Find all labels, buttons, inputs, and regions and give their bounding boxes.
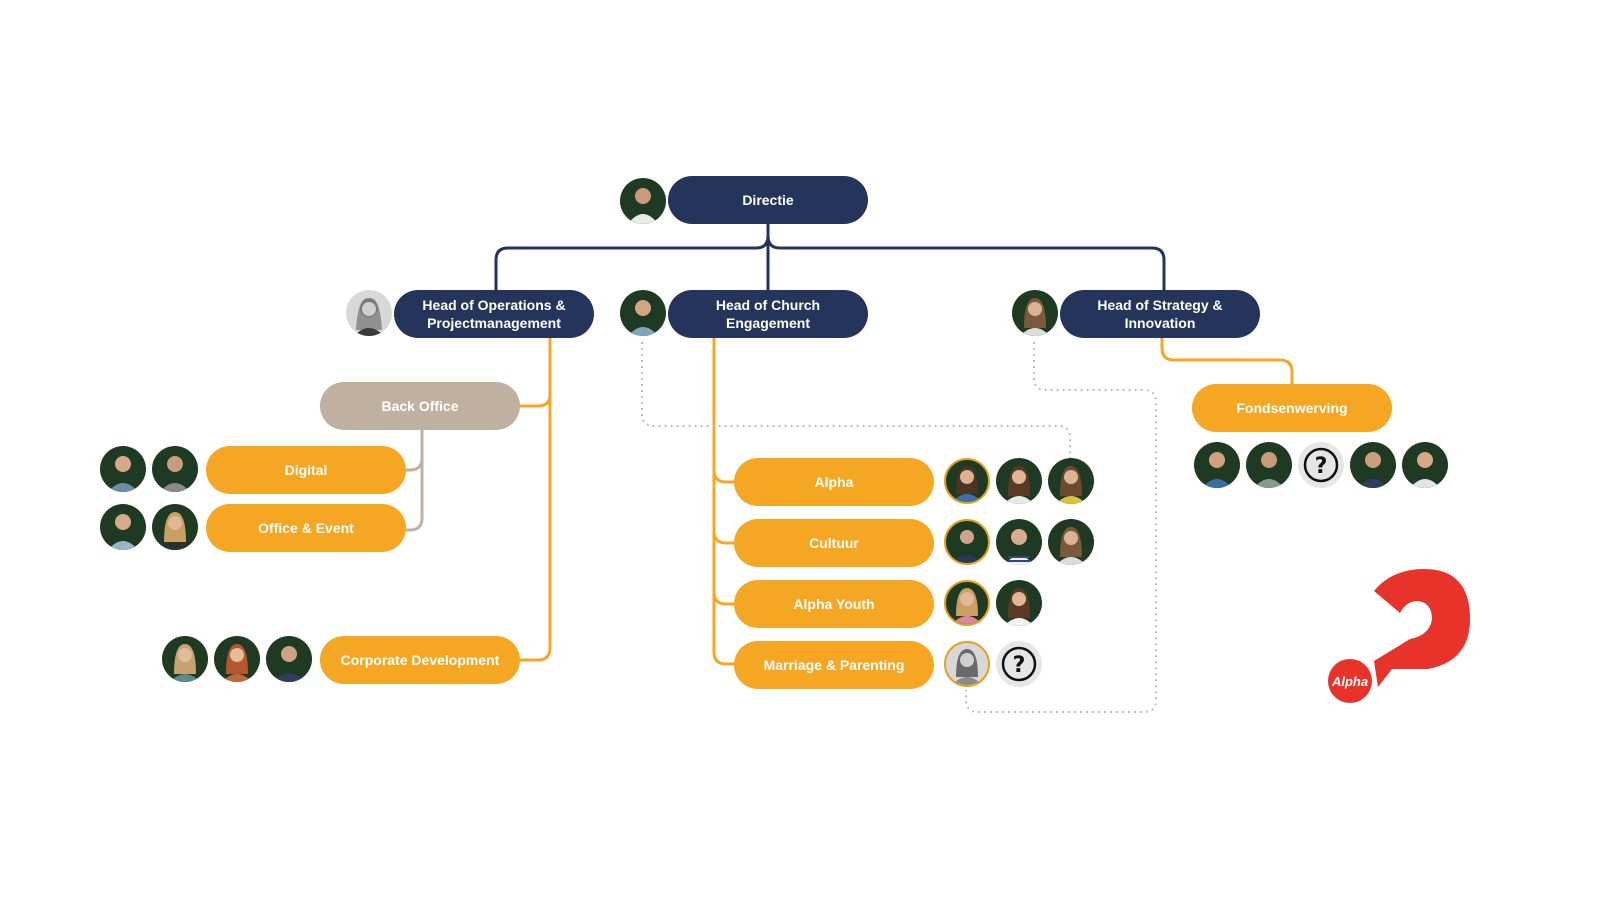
alpha-logo-text: Alpha (1331, 674, 1368, 689)
avatar-head-church (620, 290, 666, 336)
avatar-cultuur-1 (944, 519, 990, 565)
svg-text:?: ? (1315, 454, 1328, 479)
node-fondsenwerving: Fondsenwerving (1192, 384, 1392, 432)
avatar-cultuur-3 (1048, 519, 1094, 565)
connector-strategy-fondsen (1160, 338, 1294, 384)
person-photo-icon (108, 456, 138, 492)
avatar-alpha-3 (1048, 458, 1094, 504)
person-photo-icon (274, 646, 304, 682)
person-photo-icon (1410, 452, 1440, 488)
question-mark-icon: ? (1303, 447, 1339, 483)
avatar-fondsen-2 (1246, 442, 1292, 488)
avatar-fondsen-3 (1350, 442, 1396, 488)
connector-directie-operations (494, 235, 770, 290)
node-directie: Directie (668, 176, 868, 224)
connector-backoffice-spine (406, 430, 424, 532)
person-photo-icon (160, 456, 190, 492)
avatar-office-1 (100, 504, 146, 550)
alpha-logo: Alpha (1328, 569, 1470, 703)
person-photo-icon (1056, 527, 1086, 565)
person-photo-icon (222, 644, 252, 682)
connector-church-youth (712, 591, 734, 606)
svg-text:?: ? (1013, 653, 1026, 678)
avatar-fondsen-4 (1402, 442, 1448, 488)
person-photo-icon (952, 466, 982, 502)
avatar-corporate-1 (162, 636, 208, 682)
node-head-church: Head of Church Engagement (668, 290, 868, 338)
avatar-corporate-2 (214, 636, 260, 682)
connector-church-spine (712, 338, 734, 666)
avatar-youth-1 (944, 580, 990, 626)
person-photo-icon (952, 649, 982, 685)
connector-church-alpha (712, 469, 734, 484)
node-marriage-parenting: Marriage & Parenting (734, 641, 934, 689)
node-cultuur: Cultuur (734, 519, 934, 567)
node-back-office: Back Office (320, 382, 520, 430)
person-photo-icon (354, 297, 384, 336)
connector-church-cultuur (712, 530, 734, 545)
avatar-digital-1 (100, 446, 146, 492)
person-photo-icon (1202, 452, 1232, 488)
avatar-marriage-1 (944, 641, 990, 687)
person-photo-icon (952, 588, 982, 624)
person-photo-icon (628, 300, 658, 336)
node-head-operations: Head of Operations & Projectmanagement (394, 290, 594, 338)
avatar-head-strategy (1012, 290, 1058, 336)
person-photo-icon (1358, 452, 1388, 488)
avatar-directie (620, 178, 666, 224)
person-photo-icon (108, 514, 138, 550)
person-photo-icon (1056, 466, 1086, 504)
avatar-fondsen-1 (1194, 442, 1240, 488)
node-head-strategy: Head of Strategy & Innovation (1060, 290, 1260, 338)
connector-operations-corporate (520, 338, 552, 662)
person-photo-icon (1020, 298, 1050, 336)
person-photo-icon (1254, 452, 1284, 488)
person-photo-icon (1004, 588, 1034, 626)
person-photo-icon (160, 512, 190, 550)
person-photo-icon (1004, 466, 1034, 504)
person-photo-icon (628, 188, 658, 224)
connector-directie-strategy (766, 235, 1166, 290)
node-digital: Digital (206, 446, 406, 494)
connector-backoffice-digital (406, 457, 424, 472)
node-corporate-development: Corporate Development (320, 636, 520, 684)
connector-operations-backoffice (520, 394, 552, 408)
alpha-logo-question-mark (1374, 569, 1470, 687)
person-photo-icon (1004, 529, 1034, 565)
avatar-head-operations (346, 290, 392, 336)
person-photo-icon (170, 644, 200, 682)
avatar-office-2 (152, 504, 198, 550)
avatar-cultuur-2 (996, 519, 1042, 565)
alpha-logo-dot (1328, 659, 1372, 703)
avatar-digital-2 (152, 446, 198, 492)
question-mark-icon: ? (1001, 646, 1037, 682)
avatar-alpha-1 (944, 458, 990, 504)
dotted-strategy-marriage (965, 342, 1157, 713)
avatar-youth-2 (996, 580, 1042, 626)
dotted-church-alpha (641, 342, 1071, 458)
avatar-alpha-2 (996, 458, 1042, 504)
avatar-marriage-unknown: ? (996, 641, 1042, 687)
node-alpha: Alpha (734, 458, 934, 506)
node-office-event: Office & Event (206, 504, 406, 552)
node-alpha-youth: Alpha Youth (734, 580, 934, 628)
avatar-corporate-3 (266, 636, 312, 682)
avatar-fondsen-unknown: ? (1298, 442, 1344, 488)
person-photo-icon (952, 530, 982, 563)
